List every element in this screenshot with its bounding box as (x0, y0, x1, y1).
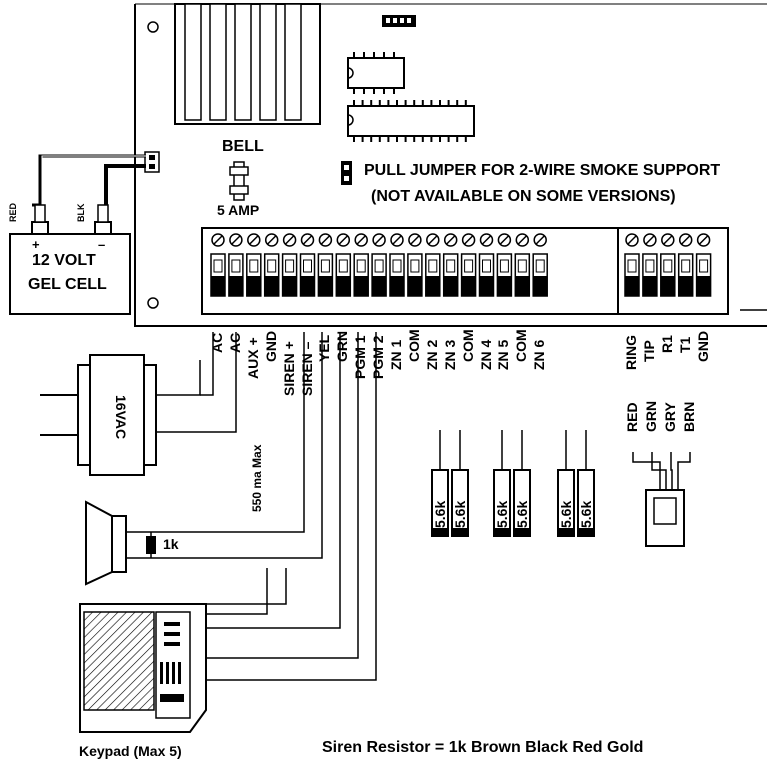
keypad-label: Keypad (Max 5) (79, 743, 182, 759)
terminal-label: TIP (640, 339, 657, 362)
zone-resistor-label: 5.6k (452, 500, 468, 528)
terminal-screw (246, 233, 262, 297)
terminal-screw (496, 233, 513, 297)
terminal-screw (317, 233, 334, 297)
terminal-strip (201, 227, 729, 315)
terminal-screw (407, 233, 423, 297)
terminal-screw (335, 233, 352, 297)
terminal-label: ZN 2 (423, 339, 440, 370)
terminal-label: ZN 3 (441, 339, 458, 370)
zone-resistor-label: 5.6k (432, 500, 448, 528)
eeprom-chip (347, 52, 405, 94)
terminal-screw (442, 233, 459, 297)
battery-plus: + (32, 237, 40, 252)
transformer-label: 16VAC (113, 395, 129, 440)
smoke-jumper (341, 161, 352, 185)
terminal-label: AUX + (244, 336, 261, 379)
phone-wire-label: RED (624, 402, 640, 432)
terminal-label: GND (694, 330, 711, 362)
phone-wire-label: BRN (681, 401, 697, 432)
terminal-screw (210, 233, 226, 297)
bell-label: BELL (222, 138, 264, 155)
terminal-label: ZN 1 (388, 339, 404, 370)
terminal-screw (228, 233, 244, 297)
battery-connector (144, 151, 160, 173)
terminal-screw (299, 233, 316, 297)
terminal-label: GRN (334, 330, 351, 362)
battery-line2: GEL CELL (28, 276, 107, 293)
terminal-screw (695, 233, 712, 297)
terminal-label: YEL (316, 334, 333, 362)
zone-resistor-label: 5.6k (578, 500, 594, 528)
phone-wire-label: GRN (643, 400, 659, 432)
zone-resistor-label: 5.6k (514, 500, 530, 528)
microcontroller-chip (347, 100, 475, 142)
heatsink (174, 3, 321, 125)
transformer-16vac (40, 332, 237, 476)
jumper-note-line2: (NOT AVAILABLE ON SOME VERSIONS) (371, 188, 676, 205)
siren (85, 332, 323, 586)
terminal-label: COM (513, 328, 530, 362)
terminal-label: COM (405, 328, 422, 362)
siren-resistor-label: 1k (163, 536, 179, 552)
terminal-screw (514, 233, 531, 297)
battery-red-label: RED (8, 202, 18, 222)
terminal-screw (677, 233, 694, 297)
terminal-screw (389, 233, 405, 297)
terminal-screw (281, 233, 298, 297)
footer-text: Siren Resistor = 1k Brown Black Red Gold (322, 739, 644, 756)
battery-red-wire (32, 154, 146, 207)
battery-12v (9, 204, 131, 315)
terminal-label: AC (209, 332, 225, 353)
phone-wire-label: GRY (662, 402, 678, 432)
fuse-label: 5 AMP (217, 202, 260, 218)
terminal-label: T1 (676, 336, 693, 353)
terminal-screw (478, 233, 495, 297)
terminal-screw (460, 233, 477, 297)
terminal-screw (624, 233, 640, 297)
terminal-screw (371, 233, 387, 297)
terminal-label: COM (459, 328, 476, 362)
fuse-5amp (229, 161, 249, 201)
terminal-label: RING (623, 335, 639, 370)
terminal-leads (431, 430, 595, 537)
terminal-screw (353, 233, 369, 297)
terminal-screw (642, 233, 658, 297)
terminal-label: ZN 5 (495, 339, 512, 370)
mounting-hole-bottom (147, 297, 159, 309)
terminal-screw (263, 233, 280, 297)
phone-jack (632, 452, 691, 547)
zone-resistor-label: 5.6k (494, 500, 510, 528)
terminal-label: PGM 2 (370, 334, 387, 379)
keypad (79, 332, 377, 733)
terminal-label: PGM 1 (352, 334, 369, 379)
battery-black-wire (104, 164, 146, 205)
terminal-label: ZN 4 (477, 339, 494, 370)
header-connector (382, 15, 416, 27)
terminal-label: GND (262, 330, 279, 362)
jumper-note-line1: PULL JUMPER FOR 2-WIRE SMOKE SUPPORT (364, 162, 721, 179)
terminal-label: AC (226, 332, 243, 353)
battery-line1: 12 VOLT (32, 252, 96, 269)
terminal-label: SIREN + (280, 340, 297, 396)
zone-resistor-label: 5.6k (558, 500, 574, 528)
battery-blk-label: BLK (76, 203, 86, 223)
aux-current-note: 550 ma Max (250, 444, 264, 512)
terminal-label: ZN 6 (531, 339, 548, 370)
battery-minus: – (98, 237, 106, 252)
terminal-label: R1 (658, 335, 675, 353)
terminal-screw (425, 233, 441, 297)
terminal-screw (532, 233, 548, 297)
terminal-label: SIREN – (298, 341, 315, 396)
control-board (134, 4, 767, 327)
mounting-hole-top (147, 21, 159, 33)
terminal-screw (660, 233, 676, 297)
